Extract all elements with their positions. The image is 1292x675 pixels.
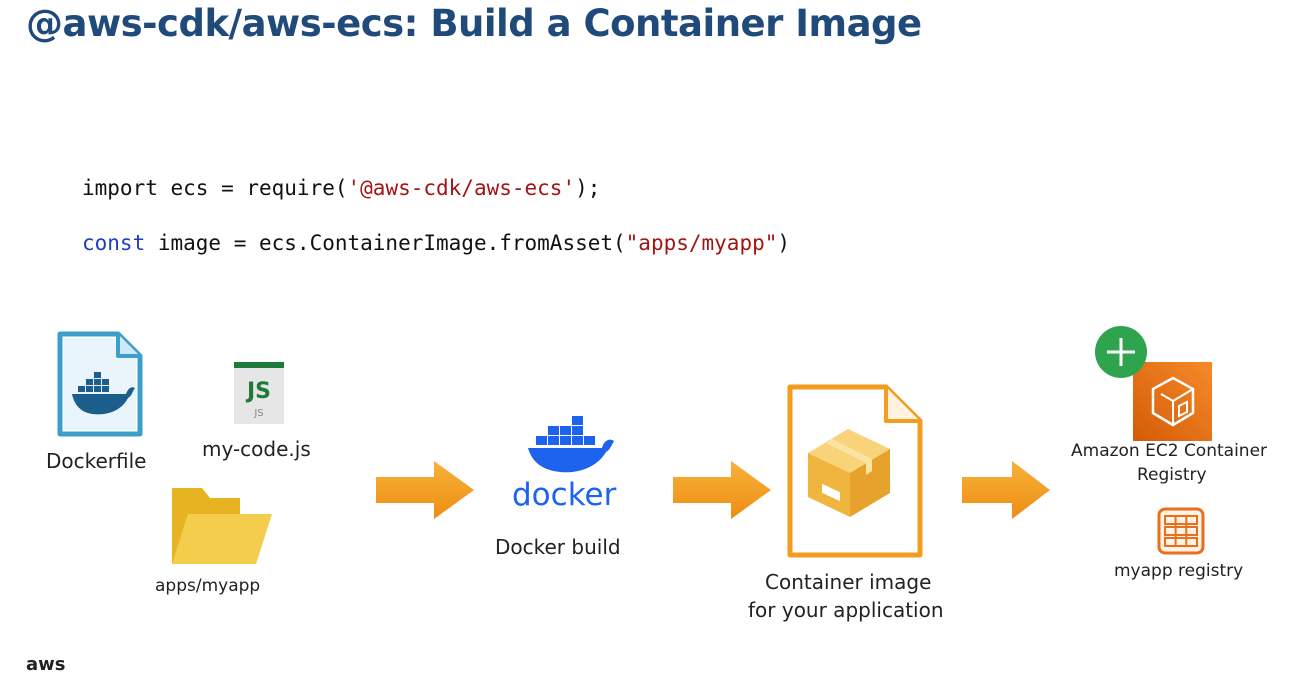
code-line-const: const image = ecs.ContainerImage.fromAss… [82, 231, 790, 255]
container-image-icon [786, 383, 924, 563]
code-string: "apps/myapp" [625, 231, 778, 255]
plus-icon [1095, 326, 1147, 382]
my-code-label: my-code.js [202, 437, 311, 461]
ecr-icon [1133, 362, 1212, 445]
arrow-right-icon [376, 461, 474, 523]
docker-logo-icon [524, 408, 616, 478]
arrow-right-icon [962, 461, 1050, 523]
arrow-right-icon [673, 461, 771, 523]
js-big-text: JS [245, 379, 271, 404]
code-string: '@aws-cdk/aws-ecs' [347, 176, 576, 200]
apps-myapp-label: apps/myapp [155, 576, 261, 596]
page-title: @aws-cdk/aws-ecs: Build a Container Imag… [26, 2, 922, 45]
registry-icon [1157, 507, 1205, 559]
container-image-label-2: for your application [748, 598, 944, 622]
ecr-label-2: Registry [1137, 465, 1207, 485]
code-line-import: import ecs = require('@aws-cdk/aws-ecs')… [82, 176, 600, 200]
code-text: ) [777, 231, 791, 255]
aws-logo: aws [26, 654, 66, 675]
ecr-label-1: Amazon EC2 Container [1071, 441, 1268, 461]
code-text: import ecs = require( [82, 176, 348, 200]
container-image-label-1: Container image [765, 570, 932, 594]
code-keyword: const [82, 231, 146, 255]
docker-wordmark: docker [512, 477, 617, 513]
code-text: image = ecs.ContainerImage.fromAsset( [145, 231, 626, 255]
myapp-registry-label: myapp registry [1114, 561, 1244, 581]
js-small-text: JS [253, 408, 263, 419]
js-file-icon: JS JS [232, 362, 286, 430]
folder-icon [170, 484, 274, 572]
dockerfile-label: Dockerfile [46, 449, 147, 473]
docker-build-label: Docker build [495, 535, 621, 559]
code-text: ); [575, 176, 601, 200]
dockerfile-icon [56, 330, 144, 442]
